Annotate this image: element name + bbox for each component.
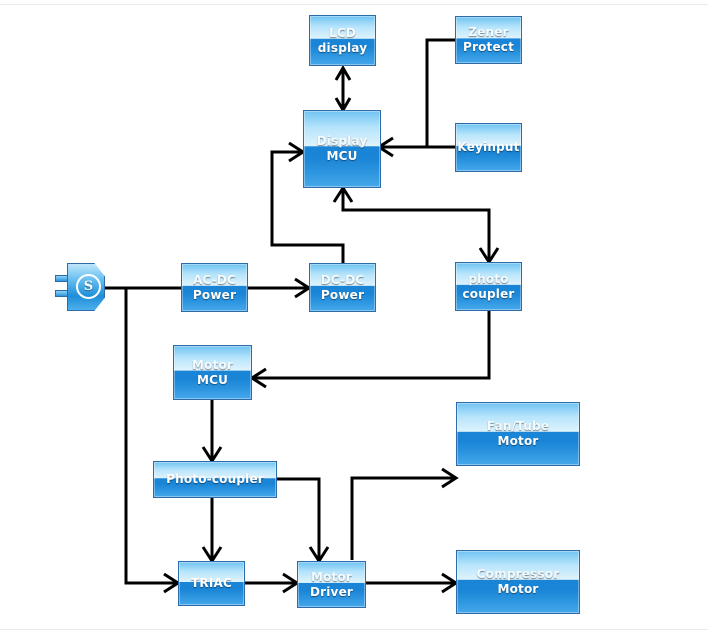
block-photo-coupler-bottom[interactable]: Photo-coupler	[153, 461, 277, 498]
wire-photocoupler-motordriver	[277, 477, 321, 560]
block-triac-line1: TRIAC	[191, 576, 232, 590]
block-dcdc-power[interactable]: DC-DC Power	[309, 263, 376, 312]
arrowhead-triac-top	[201, 546, 223, 564]
arrowhead-motordriver-left	[282, 572, 300, 594]
block-motor-mcu-line1: Motor	[191, 357, 234, 372]
arrowhead-fantube-left	[441, 467, 459, 489]
arrowhead-dcdc-left	[294, 277, 312, 299]
block-acdc-power-line1: AC-DC	[192, 272, 237, 287]
block-acdc-power[interactable]: AC-DC Power	[181, 263, 248, 312]
block-compressor-motor[interactable]: Compressor Motor	[456, 550, 580, 614]
power-plug-icon: S	[55, 263, 105, 311]
arrowhead-photocoupler-bottom-top	[201, 446, 223, 464]
block-motor-driver[interactable]: Motor Driver	[297, 561, 366, 608]
arrowhead-displaymcu-bottom	[332, 185, 354, 203]
arrowhead-displaymcu-right	[376, 136, 394, 158]
block-dcdc-power-line1: DC-DC	[320, 272, 365, 287]
block-photo-coupler-top-line1: photo	[468, 271, 509, 286]
block-triac[interactable]: TRIAC	[178, 561, 245, 606]
block-keyinput[interactable]: Keyinput	[455, 123, 522, 172]
wire-photocoupler-displaymcu	[341, 190, 491, 262]
block-photo-coupler-top[interactable]: photo coupler	[455, 262, 522, 311]
block-keyinput-line1: Keyinput	[457, 140, 520, 154]
block-lcd-display[interactable]: LCD display	[309, 15, 376, 66]
block-compressor-motor-line2: Motor	[497, 582, 539, 596]
arrowhead-displaymcu-left	[288, 141, 306, 163]
arrowhead-photocoupler-top	[478, 247, 500, 265]
arrowhead-compressor-left	[441, 572, 459, 594]
block-display-mcu-line1: Display	[316, 134, 368, 148]
block-lcd-display-line1: LCD	[328, 25, 356, 40]
block-fan-tube-motor-line1: Fan/Tube	[486, 419, 550, 433]
block-display-mcu[interactable]: Display MCU	[303, 110, 381, 188]
block-zener-protect-line1: Zener	[468, 25, 509, 39]
arrowhead-motordriver-top	[308, 546, 330, 564]
wire-plug-triac	[124, 288, 178, 585]
plug-symbol: S	[76, 274, 101, 299]
block-lcd-display-line2: display	[317, 40, 368, 55]
wire-motordriver-fantube	[350, 476, 456, 560]
arrowhead-up-lcd	[334, 65, 352, 81]
block-compressor-motor-line1: Compressor	[476, 567, 560, 581]
block-motor-mcu-line2: MCU	[196, 372, 229, 387]
wire-zener-displaymcu	[381, 38, 455, 149]
block-fan-tube-motor[interactable]: Fan/Tube Motor	[456, 402, 580, 466]
block-zener-protect[interactable]: Zener Protect	[455, 16, 522, 64]
block-photo-coupler-top-line2: coupler	[462, 286, 515, 301]
block-display-mcu-line2: MCU	[326, 149, 358, 163]
block-photo-coupler-bottom-line1: Photo-coupler	[166, 472, 264, 486]
page-rule-top	[0, 4, 708, 5]
arrowhead-motormcu-right	[249, 367, 267, 389]
block-motor-mcu[interactable]: Motor MCU	[173, 345, 252, 400]
arrowhead-triac-left	[163, 572, 181, 594]
block-dcdc-power-line2: Power	[320, 287, 365, 302]
block-acdc-power-line2: Power	[192, 287, 237, 302]
block-fan-tube-motor-line2: Motor	[497, 434, 539, 448]
block-zener-protect-line2: Protect	[462, 40, 515, 54]
block-motor-driver-line1: Motor	[310, 569, 353, 584]
wire-photocoupler-motormcu	[254, 311, 491, 380]
arrowhead-down-displaymcu	[334, 97, 352, 113]
block-motor-driver-line2: Driver	[309, 584, 354, 599]
page-rule-bottom	[0, 629, 708, 630]
